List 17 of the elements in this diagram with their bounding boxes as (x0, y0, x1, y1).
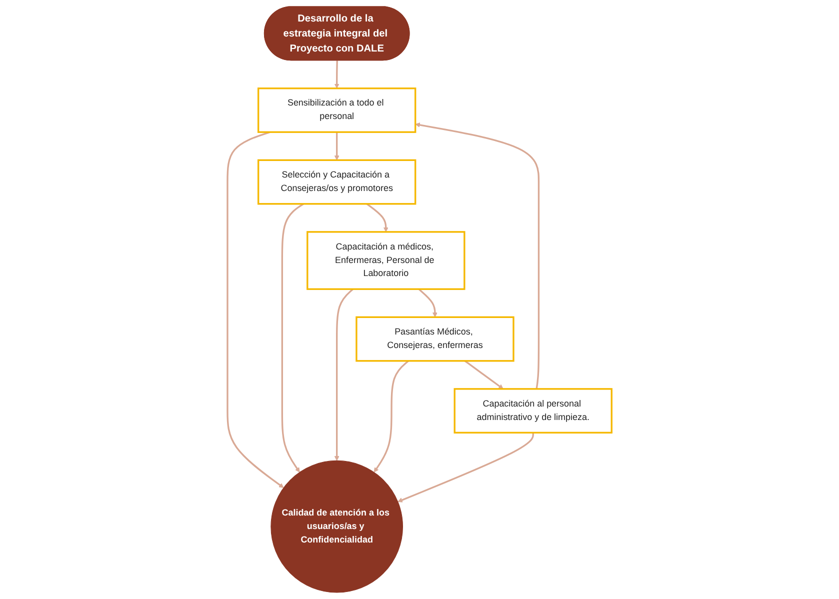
arrow (464, 360, 504, 390)
arrow (334, 132, 340, 160)
arrow (226, 131, 284, 488)
arrow (398, 432, 534, 502)
node-box: Selección y Capacitación a Consejeras/os y promotores (257, 159, 416, 205)
arrow (366, 203, 388, 232)
arrow (334, 60, 340, 89)
node-box: Capacitación a médicos, Enfermeras, Personal de Laboratorio (306, 231, 466, 290)
arrow (374, 360, 409, 472)
node-box: Pasantías Médicos, Consejeras, enfermeras (356, 316, 514, 362)
node-box: Sensibilización a todo el personal (257, 88, 416, 133)
arrow (334, 288, 354, 461)
node-circle: Calidad de atención a los usuarios/as y Confidencialidad (270, 460, 403, 593)
arrow (418, 288, 438, 318)
node-box: Capacitación al personal administrativo y de limpieza. (454, 388, 612, 434)
arrow (415, 122, 540, 390)
arrow (281, 203, 304, 472)
